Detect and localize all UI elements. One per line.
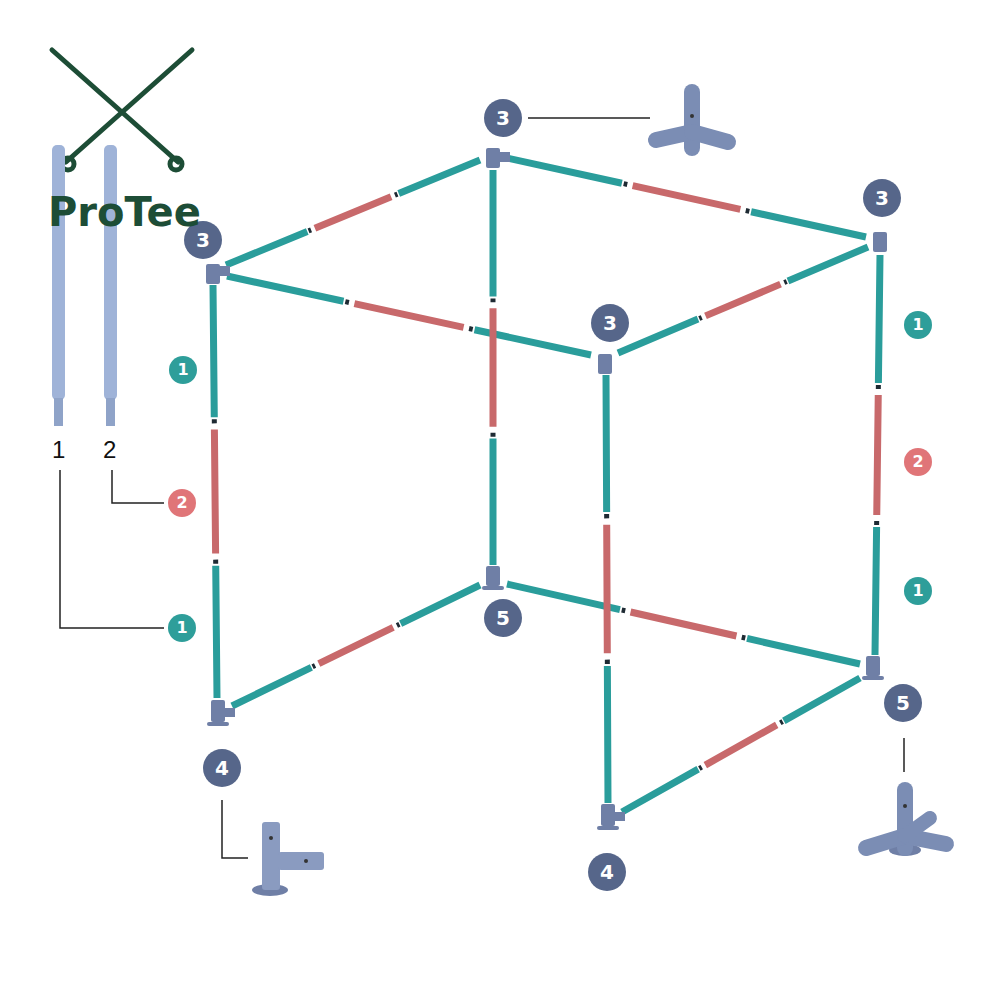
callout-number: 3 [484,99,522,137]
callout-number: 1 [168,614,196,642]
callout-number: 4 [588,853,626,891]
corner-connectors [206,148,887,830]
callout-text: 2 [912,454,923,470]
red-poles [213,158,880,812]
callout-number: 3 [591,304,629,342]
callout-number: 2 [168,489,196,517]
part-number: 2 [103,438,116,462]
callout-text: 1 [176,620,187,636]
callout-text: 5 [896,693,910,713]
callout-number: 4 [203,749,241,787]
callout-number: 5 [884,684,922,722]
callout-number: 1 [904,577,932,605]
callout-text: 4 [215,758,229,778]
connector-4-part [252,822,324,896]
callout-text: 3 [496,108,510,128]
callout-text: 5 [496,608,510,628]
callout-text: 2 [176,495,187,511]
connector-5-part [866,790,946,856]
callout-number: 1 [904,311,932,339]
callout-text: 3 [196,230,210,250]
callout-text: 1 [912,317,923,333]
callout-text: 3 [875,188,889,208]
pole-parts [52,145,117,426]
callout-text: 1 [912,583,923,599]
teal-poles [213,158,880,812]
connector-3-part [656,92,728,148]
part-number: 1 [52,438,65,462]
callout-text: 4 [600,862,614,882]
callout-number: 5 [484,599,522,637]
logo-text: ProTee [48,192,201,232]
pole-joints [213,158,880,812]
callout-number: 3 [863,179,901,217]
callout-number: 2 [904,448,932,476]
callout-number: 1 [169,356,197,384]
callout-text: 1 [177,362,188,378]
callout-text: 3 [603,313,617,333]
logo-bats [52,50,192,170]
